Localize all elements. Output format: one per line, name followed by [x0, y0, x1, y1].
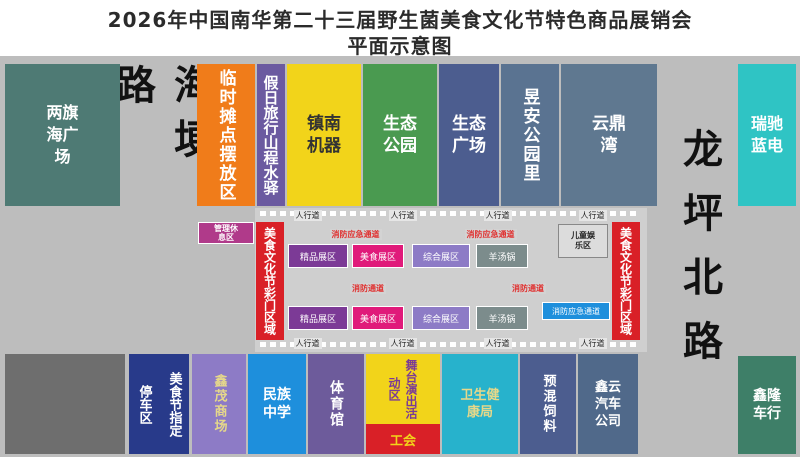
- block-health-bureau: 卫生健康局: [442, 354, 518, 454]
- block-label: 鑫隆车行: [753, 388, 781, 422]
- zone-label: 羊汤锅: [488, 252, 516, 263]
- fire-lane-middle: 消防通道 消防通道: [288, 282, 608, 295]
- zone-label: 消防应急通道: [552, 306, 600, 316]
- walkway-label: 人行道: [578, 337, 607, 349]
- fire-lane-label: 消防应急通道: [464, 229, 517, 240]
- block-holiday-travel: 假日旅行山程水驿: [257, 64, 285, 206]
- site-map: 海埂路 龙坪北路 两旗海广场 临时摊点摆放区 假日旅行山程水驿 镇南机器 生态公…: [0, 56, 800, 457]
- block-designated: 美食节指定: [159, 354, 189, 454]
- walkway-bottom: 人行道 人行道 人行道 人行道: [260, 337, 640, 349]
- block-parking: 停车区: [129, 354, 159, 454]
- zone-label: 美食展区: [359, 314, 396, 325]
- block-premix-feed: 预混饲料: [520, 354, 576, 454]
- road-longping: 龙坪北路: [676, 128, 722, 384]
- block-label: 美食文化节彩门区域: [262, 227, 277, 335]
- block-gym: 体育馆: [308, 354, 364, 454]
- walkway-label: 人行道: [293, 209, 322, 221]
- zone-zonghe-2: 综合展区: [412, 306, 470, 330]
- block-label: 两旗海广场: [46, 103, 79, 166]
- zone-yangtang-1: 羊汤锅: [476, 244, 528, 268]
- fire-lane-top: 消防应急通道 消防应急通道: [288, 228, 558, 241]
- block-label: 民族中学: [263, 387, 291, 421]
- zone-jingpin-2: 精品展区: [288, 306, 348, 330]
- block-label: 生态公园: [383, 114, 417, 156]
- block-yuan-park: 昱安公园里: [501, 64, 559, 206]
- block-xinlong-cars: 鑫隆车行: [738, 356, 796, 454]
- zone-jingpin-1: 精品展区: [288, 244, 348, 268]
- block-minzu-school: 民族中学: [248, 354, 306, 454]
- fire-lane-label: 消防通道: [510, 283, 546, 294]
- road-haigeng: 海埂路: [109, 64, 213, 172]
- map-subtitle: 平面示意图: [347, 34, 453, 58]
- walkway-label: 人行道: [578, 209, 607, 221]
- walkway-top: 人行道 人行道 人行道 人行道: [260, 209, 640, 221]
- zone-meishi-2: 美食展区: [352, 306, 404, 330]
- zone-label: 综合展区: [422, 314, 459, 325]
- block-label: 假日旅行山程水驿: [261, 75, 280, 195]
- walkway-label: 人行道: [293, 337, 322, 349]
- gate-area-right: 美食文化节彩门区域: [612, 222, 640, 340]
- block-label: 工会: [389, 433, 416, 449]
- block-label: 瑞驰蓝电: [750, 114, 783, 155]
- block-label: 停车区: [136, 384, 152, 424]
- block-label: 鑫茂商场: [211, 374, 227, 434]
- block-label: 鑫云汽车公司: [594, 379, 621, 429]
- block-label: 镇南机器: [307, 114, 341, 156]
- block-ruichi-ev: 瑞驰蓝电: [738, 64, 796, 206]
- block-eco-park: 生态公园: [363, 64, 437, 206]
- block-label: 云鼎湾: [592, 114, 626, 156]
- block-temp-stalls: 临时摊点摆放区: [197, 64, 255, 206]
- gate-area-left: 美食文化节彩门区域: [256, 222, 284, 340]
- block-label: 管理休息区: [214, 224, 238, 242]
- crosswalk-top: [260, 211, 640, 216]
- walkway-label: 人行道: [388, 209, 417, 221]
- block-label: 美食文化节彩门区域: [618, 227, 633, 335]
- fire-lane-label: 消防应急通道: [329, 229, 382, 240]
- block-eco-square: 生态广场: [439, 64, 499, 206]
- block-label: 儿童娱乐区: [571, 231, 595, 250]
- zone-label: 美食展区: [359, 252, 396, 263]
- zone-label: 综合展区: [422, 252, 459, 263]
- zone-yangtang-2: 羊汤锅: [476, 306, 528, 330]
- zone-label: 羊汤锅: [488, 314, 516, 325]
- walkway-label: 人行道: [483, 337, 512, 349]
- block-xinmao-mall: 鑫茂商场: [192, 354, 246, 454]
- zone-label: 精品展区: [299, 314, 336, 325]
- block-label: 临时摊点摆放区: [215, 68, 236, 202]
- management-rest-area: 管理休息区: [198, 222, 254, 244]
- block-label: 卫生健康局: [460, 388, 500, 420]
- zone-label: 精品展区: [299, 252, 336, 263]
- block-zhennan-machinery: 镇南机器: [287, 64, 361, 206]
- block-blurred: [5, 354, 125, 454]
- kids-play-area: 儿童娱乐区: [558, 224, 608, 258]
- emergency-lane-right: 消防应急通道: [542, 302, 610, 320]
- zone-meishi-1: 美食展区: [352, 244, 404, 268]
- walkway-label: 人行道: [388, 337, 417, 349]
- fire-lane-label: 消防通道: [350, 283, 386, 294]
- block-label: 舞台演出活动区: [387, 359, 418, 419]
- block-yunding-bay: 云鼎湾: [561, 64, 657, 206]
- block-label: 体育馆: [328, 380, 344, 428]
- walkway-label: 人行道: [483, 209, 512, 221]
- zone-zonghe-1: 综合展区: [412, 244, 470, 268]
- block-liangqi-square: 两旗海广场: [5, 64, 120, 206]
- block-stage-area: 舞台演出活动区: [366, 354, 440, 424]
- block-label: 预混饲料: [540, 374, 556, 434]
- block-labor-union: 工会: [366, 424, 440, 454]
- block-label: 生态广场: [452, 114, 486, 156]
- map-title: 2026年中国南华第二十三届野生菌美食文化节特色商品展销会: [107, 8, 693, 32]
- block-label: 昱安公园里: [519, 87, 540, 183]
- block-label: 美食节指定: [166, 371, 182, 437]
- crosswalk-bottom: [260, 342, 640, 347]
- block-xinyun-auto: 鑫云汽车公司: [578, 354, 638, 454]
